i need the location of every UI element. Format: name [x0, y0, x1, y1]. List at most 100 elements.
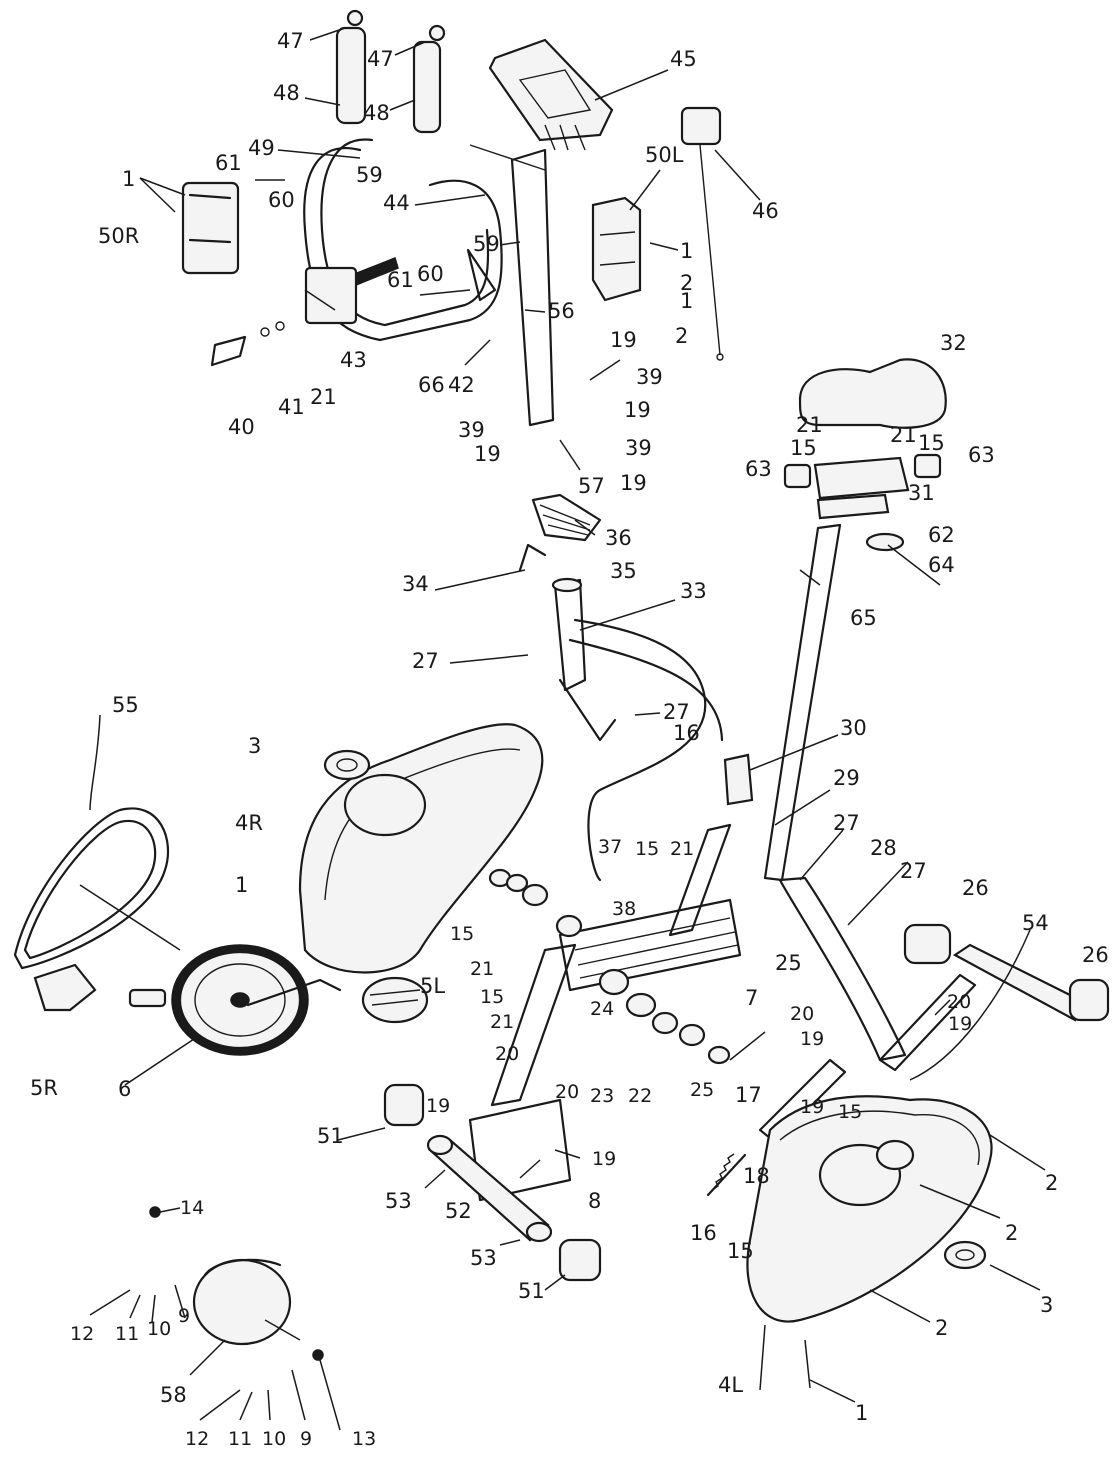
callout-label: 60	[268, 188, 295, 212]
steering-mast	[469, 144, 724, 882]
callout-label: 20	[495, 1043, 519, 1065]
callout-label: 21	[490, 1011, 514, 1033]
callout-label: 3	[248, 734, 261, 758]
callout-label: 14	[180, 1197, 204, 1219]
callout-label: 52	[445, 1199, 472, 1223]
callout-label: 1	[680, 239, 693, 263]
callout-label: 17	[735, 1083, 762, 1107]
callout-label: 32	[940, 331, 967, 355]
callout-label: 21	[670, 838, 694, 860]
callout-label: 15	[727, 1239, 754, 1263]
callout-label: 2	[675, 324, 688, 348]
clamp-50l	[591, 196, 642, 302]
handlebar-assembly	[181, 9, 503, 367]
callout-label: 26	[1082, 943, 1109, 967]
callout-label: 33	[680, 579, 707, 603]
callout-label: 15	[450, 923, 474, 945]
callout-label: 30	[840, 716, 867, 740]
flywheel	[149, 1206, 324, 1361]
callout-label: 28	[870, 836, 897, 860]
callout-label: 21	[310, 385, 337, 409]
callout-label: 20	[790, 1003, 814, 1025]
callout-label: 22	[628, 1085, 652, 1107]
callout-label: 25	[690, 1079, 714, 1101]
callout-label: 56	[548, 299, 575, 323]
callout-label: 25	[775, 951, 802, 975]
callout-label: 54	[1022, 911, 1049, 935]
callout-label: 38	[612, 898, 636, 920]
callout-label: 1	[235, 873, 248, 897]
callout-label: 15	[480, 986, 504, 1008]
callout-label: 11	[228, 1428, 252, 1450]
callout-label: 19	[620, 471, 647, 495]
tension-spring	[706, 1153, 747, 1197]
callout-label: 23	[590, 1085, 614, 1107]
callout-label: 39	[636, 365, 663, 389]
callout-label: 46	[752, 199, 779, 223]
callout-label: 11	[115, 1323, 139, 1345]
callout-label: 29	[833, 766, 860, 790]
callout-label: 58	[160, 1383, 187, 1407]
leader-lines	[79, 27, 1046, 1431]
callout-label: 27	[833, 811, 860, 835]
stabilizers	[383, 923, 1110, 1282]
callout-label: 51	[518, 1279, 545, 1303]
callout-label: 66	[418, 373, 445, 397]
callout-label: 65	[850, 606, 877, 630]
callout-label: 19	[800, 1096, 824, 1118]
callout-label: 50R	[98, 224, 139, 248]
callout-label: 13	[352, 1428, 376, 1450]
main-frame	[468, 823, 977, 1202]
callout-label: 1	[680, 289, 693, 313]
callout-label: 5R	[30, 1076, 58, 1100]
callout-label: 8	[588, 1189, 601, 1213]
callout-label: 48	[273, 81, 300, 105]
callout-label: 12	[70, 1323, 94, 1345]
callout-label: 16	[690, 1221, 717, 1245]
callout-label: 10	[262, 1428, 286, 1450]
console	[488, 38, 614, 151]
pulley-crank	[33, 944, 429, 1056]
callout-label: 4R	[235, 811, 263, 835]
callout-label: 50L	[645, 143, 684, 167]
callout-label: 21	[890, 423, 917, 447]
callout-label: 53	[385, 1189, 412, 1213]
callout-label: 9	[178, 1305, 190, 1327]
callout-label: 42	[448, 373, 475, 397]
callout-label: 61	[387, 268, 414, 292]
callout-label: 10	[147, 1318, 171, 1340]
callout-label: 6	[118, 1077, 131, 1101]
callout-label: 45	[670, 47, 697, 71]
callout-label: 57	[578, 474, 605, 498]
callout-label: 7	[745, 986, 758, 1010]
callout-label: 2	[1005, 1221, 1018, 1245]
callout-label: 43	[340, 348, 367, 372]
callout-label: 9	[300, 1428, 312, 1450]
callout-label: 39	[458, 418, 485, 442]
callout-label: 4L	[718, 1373, 743, 1397]
callout-label: 21	[796, 413, 823, 437]
callout-label: 60	[417, 262, 444, 286]
callout-label: 51	[317, 1124, 344, 1148]
callout-label: 1	[122, 167, 135, 191]
callout-label: 34	[402, 572, 429, 596]
callout-label: 19	[592, 1148, 616, 1170]
callout-label: 15	[635, 838, 659, 860]
callout-label: 53	[470, 1246, 497, 1270]
callout-label: 16	[673, 721, 700, 745]
callout-label: 18	[743, 1164, 770, 1188]
callout-label: 47	[277, 29, 304, 53]
callout-label: 63	[745, 457, 772, 481]
callout-label: 36	[605, 526, 632, 550]
callout-label: 27	[663, 700, 690, 724]
callout-label: 20	[555, 1081, 579, 1103]
callout-label: 12	[185, 1428, 209, 1450]
callout-label: 48	[363, 101, 390, 125]
callout-label: 39	[625, 436, 652, 460]
drive-belt	[13, 807, 170, 970]
callout-label: 59	[356, 163, 383, 187]
callout-label: 19	[948, 1013, 972, 1035]
chain-cover-left	[746, 1095, 993, 1323]
callout-label: 19	[426, 1095, 450, 1117]
